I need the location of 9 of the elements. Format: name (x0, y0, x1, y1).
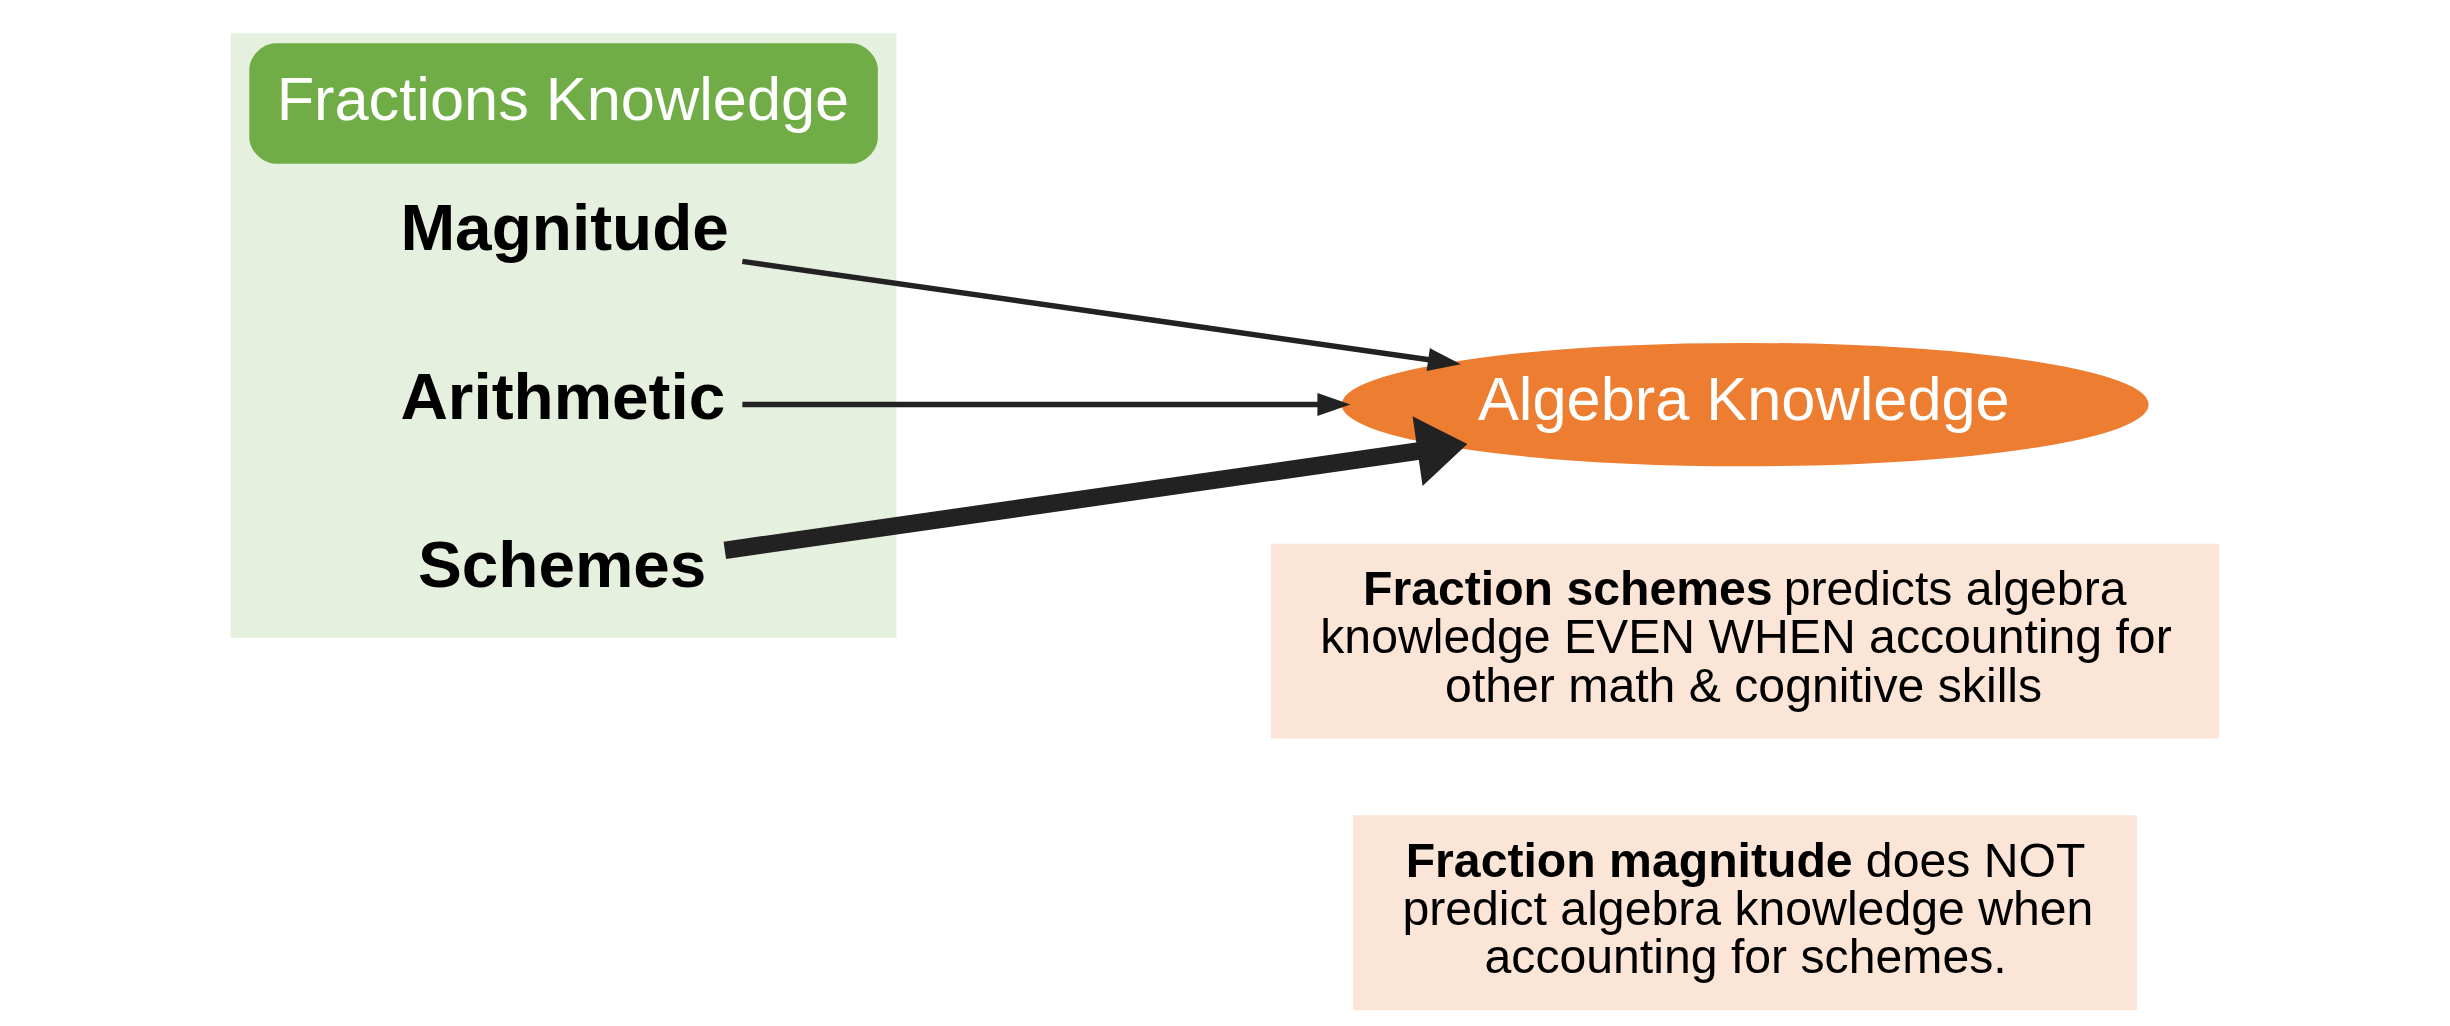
node-box: Fraction schemes predicts algebra knowledge EVEN WHEN accounting for other math & cognitive skills (1271, 543, 2220, 739)
node-box: Fraction magnitude does NOT predict algebra knowledge when accounting for schemes. (1353, 815, 2138, 1011)
arrow (742, 393, 1351, 417)
node-text: Magnitude (400, 191, 729, 265)
node-ellipse: Algebra Knowledge (1341, 342, 2149, 467)
arrow (723, 416, 1468, 559)
node-text: Schemes (417, 528, 707, 602)
node-text: Arithmetic (400, 359, 726, 433)
arrow (741, 258, 1461, 371)
